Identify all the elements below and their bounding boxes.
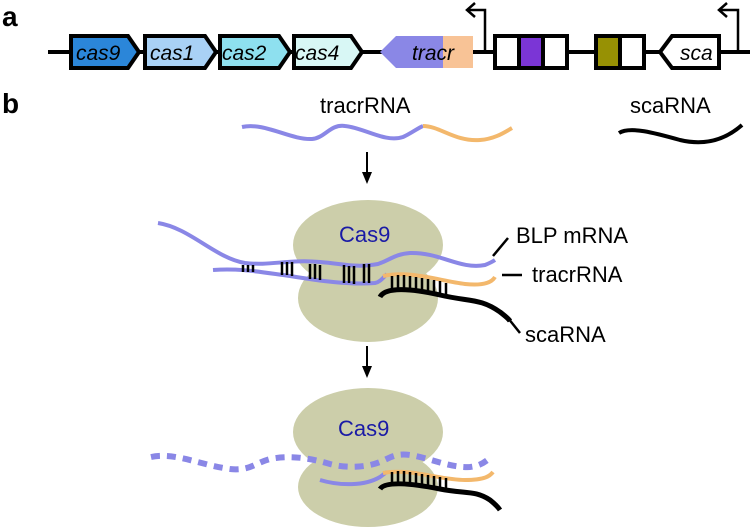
- base-pairs-tracr-scarna: [390, 471, 448, 491]
- callout-leader-sca: [507, 317, 521, 334]
- gene-cas9-label: cas9: [76, 42, 121, 65]
- gene-tracr-label: tracr: [412, 42, 455, 65]
- gene-cas4-label: cas4: [295, 42, 339, 65]
- cas9-label: Cas9: [338, 416, 389, 441]
- free-tracrrna-repeat: [422, 124, 513, 143]
- gene-cas2: cas2: [218, 34, 293, 70]
- down-arrow-icon: [362, 152, 372, 184]
- callout-blp-mrna: BLP mRNA: [516, 223, 628, 248]
- gene-sca: sca: [657, 34, 721, 70]
- promoter-arrow-icon: [717, 2, 740, 52]
- gene-cas9: cas9: [69, 34, 142, 70]
- down-arrow-icon: [362, 346, 372, 378]
- scarna-strand: [377, 287, 513, 323]
- free-tracrrna-label: tracrRNA: [320, 93, 411, 118]
- panel-a-label: a: [2, 1, 18, 32]
- cleaved-blp-mrna: [150, 451, 492, 473]
- gene-cas1-label: cas1: [150, 42, 194, 65]
- crispr-array-2: [594, 34, 646, 70]
- callout-scarna: scaRNA: [525, 322, 606, 347]
- free-tracrrna-antirepeat: [241, 123, 424, 142]
- base-pairs-mrna-tracr: [241, 262, 371, 284]
- callout-tracrrna: tracrRNA: [532, 262, 623, 287]
- crispr-array-1: [493, 34, 569, 70]
- panel-b-label: b: [2, 88, 19, 119]
- tracrrna-antirepeat-strand: [212, 267, 389, 286]
- promoter-arrow-icon: [465, 2, 487, 52]
- cas9-protein-bottom: [298, 447, 438, 527]
- tracrrna-repeat-strand: [382, 272, 497, 287]
- gene-tracr: tracr: [380, 36, 473, 68]
- free-scarna-label: scaRNA: [630, 93, 711, 118]
- gene-cas2-label: cas2: [222, 42, 267, 65]
- gene-cas1: cas1: [143, 34, 219, 70]
- gene-cas4: cas4: [292, 34, 365, 70]
- blp-mrna-strand: [157, 221, 497, 268]
- free-scarna: [617, 123, 744, 145]
- cas9-complex-2: Cas9: [150, 388, 503, 527]
- cas9-label: Cas9: [339, 222, 390, 247]
- gene-sca-label: sca: [680, 42, 713, 65]
- base-pairs-tracr-scarna: [390, 275, 448, 298]
- cas9-complex-1: Cas9 BLP mRNA tracrRNA scaRNA: [157, 200, 628, 347]
- scarna-strand: [377, 481, 503, 512]
- callout-leader-blp: [492, 237, 509, 257]
